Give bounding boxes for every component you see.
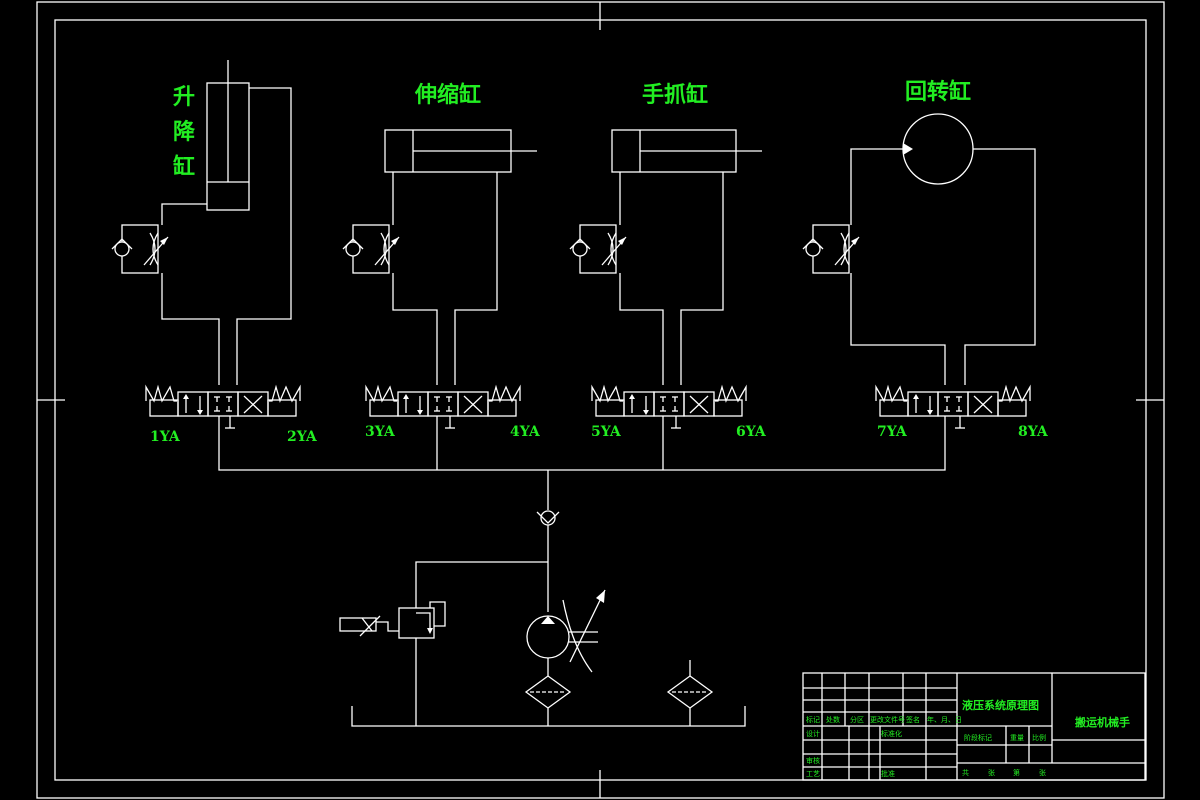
rotary-label: 回转缸 — [905, 79, 971, 105]
tb-col-date: 年、月、日 — [927, 715, 962, 724]
gripper-cylinder — [611, 129, 762, 385]
tb-col-zone: 分区 — [850, 715, 864, 724]
tb-stage-mark: 阶段标记 — [964, 733, 992, 742]
tb-sheets-unit1: 张 — [988, 768, 995, 777]
solenoid-3ya: 3YA — [365, 424, 396, 440]
tb-standard: 标准化 — [881, 729, 902, 738]
rotary-motor — [850, 113, 1036, 385]
pump-filter — [524, 675, 572, 726]
solenoid-8ya: 8YA — [1018, 424, 1049, 440]
variable-pump — [526, 589, 606, 676]
title-block — [802, 672, 1146, 781]
rotary-throttle-valve — [802, 224, 860, 274]
rotary-directional-valve — [875, 386, 1031, 429]
tb-process: 工艺 — [806, 770, 820, 778]
lift-directional-valve — [145, 386, 301, 429]
solenoid-5ya: 5YA — [591, 424, 622, 440]
solenoid-7ya: 7YA — [877, 424, 908, 440]
tb-col-sign: 签名 — [906, 715, 920, 724]
lift-label-3: 缸 — [173, 154, 195, 180]
tb-col-count: 处数 — [826, 715, 840, 724]
lift-cylinder — [161, 60, 292, 385]
lift-label-2: 降 — [173, 119, 196, 145]
tb-sheets-total: 共 — [962, 768, 969, 777]
telescopic-throttle-valve — [342, 224, 400, 274]
tb-design: 设计 — [806, 729, 820, 738]
gripper-directional-valve — [591, 386, 747, 429]
solenoid-4ya: 4YA — [510, 424, 541, 440]
relief-valve — [339, 561, 548, 726]
tb-col-change: 更改文件号 — [870, 715, 905, 724]
lift-label-1: 升 — [173, 84, 195, 110]
solenoid-1ya: 1YA — [150, 429, 181, 445]
tb-sheet-no: 第 — [1013, 768, 1020, 777]
oil-tank — [351, 706, 746, 727]
pressure-manifold — [218, 416, 946, 510]
gripper-label: 手抓缸 — [642, 82, 708, 108]
telescopic-cylinder — [384, 129, 537, 385]
tb-review: 审核 — [806, 756, 820, 765]
product-name: 搬运机械手 — [1075, 715, 1130, 729]
telescopic-label: 伸缩缸 — [414, 82, 481, 108]
solenoid-6ya: 6YA — [736, 424, 767, 440]
return-filter — [666, 660, 714, 726]
tb-scale: 比例 — [1032, 733, 1046, 742]
drawing-title: 液压系统原理图 — [962, 698, 1039, 712]
telescopic-directional-valve — [365, 386, 521, 429]
gripper-throttle-valve — [569, 224, 627, 274]
tb-sheets-unit2: 张 — [1039, 768, 1046, 777]
check-valve — [536, 510, 560, 612]
solenoid-2ya: 2YA — [287, 429, 318, 445]
tb-col-mark: 标记 — [806, 715, 820, 724]
lift-throttle-valve — [111, 224, 169, 274]
tb-approve: 批准 — [881, 769, 895, 778]
tb-weight: 重量 — [1010, 734, 1024, 742]
